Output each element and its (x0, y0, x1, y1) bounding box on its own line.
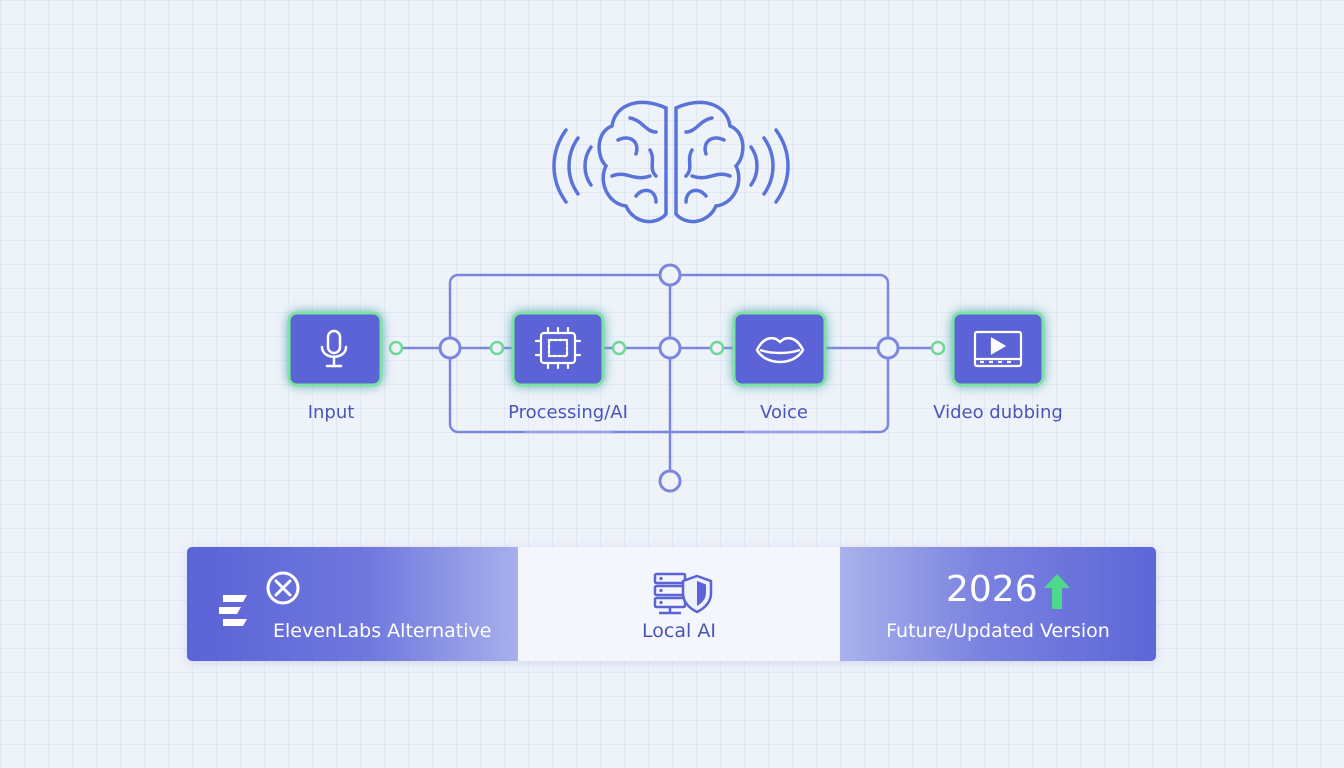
elevenlabs-logo-icon (219, 595, 247, 626)
microphone-icon (320, 329, 348, 368)
arrow-up-icon (1044, 574, 1070, 609)
step-label-input: Input (307, 402, 355, 423)
banner-segment-alternative: ElevenLabs Alternative (187, 547, 518, 661)
port-dots (388, 340, 946, 356)
step-label-video-dubbing: Video dubbing (933, 402, 1063, 423)
feature-banner: ElevenLabs Alternative Local AI 2026 Fut… (187, 547, 1156, 661)
alternative-label: ElevenLabs Alternative (273, 620, 492, 642)
brain-sound-waves-icon (552, 100, 790, 224)
chip-icon (534, 326, 582, 370)
step-input (287, 311, 383, 387)
year-label: 2026 (946, 569, 1038, 610)
step-voice (732, 311, 827, 387)
banner-segment-future: 2026 Future/Updated Version (840, 547, 1156, 661)
video-player-icon (973, 330, 1023, 368)
step-label-processing: Processing/AI (508, 402, 628, 423)
local-ai-label: Local AI (642, 620, 716, 642)
future-version-label: Future/Updated Version (886, 620, 1110, 642)
banner-segment-local-ai: Local AI (518, 547, 840, 661)
junction-nodes (438, 263, 900, 493)
close-circle-icon (266, 571, 300, 605)
step-label-voice: Voice (760, 402, 808, 423)
step-processing (511, 311, 605, 387)
server-shield-icon (653, 572, 713, 615)
connector-lines (396, 273, 938, 481)
step-video-dubbing (951, 311, 1045, 387)
lips-icon (755, 336, 805, 364)
